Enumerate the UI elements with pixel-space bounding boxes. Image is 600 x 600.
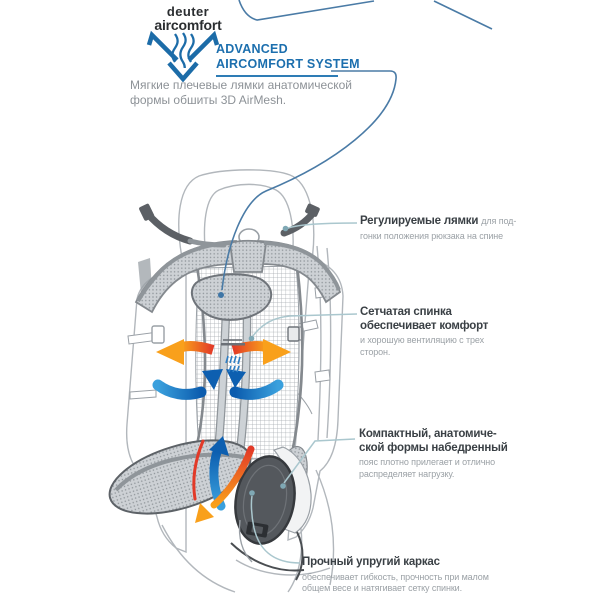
callout-lines	[218, 70, 397, 564]
annotation-hipbelt-body2: распределяет нагрузку.	[359, 468, 455, 479]
annotation-hipbelt-title2: ской формы набедренный	[359, 441, 508, 454]
cool-air-arrowhead-left	[202, 369, 223, 390]
pack-lid-inner-line	[203, 183, 294, 265]
shoulder-straps	[134, 239, 342, 314]
annotation-frame-body2: общем весе и натягивает сетку спинки.	[302, 583, 462, 593]
rail-buckle	[287, 326, 300, 342]
annotation-hipbelt-title1: Компактный, анатомиче-	[359, 428, 497, 440]
annotation-mesh-title2: обеспечивает комфорт	[360, 319, 489, 332]
system-title-line1: ADVANCED	[216, 42, 288, 56]
annotation-mesh-body2: сторон.	[360, 346, 391, 357]
annotation-straps-title: Регулируемые лямки	[360, 215, 479, 227]
warm-air-arrow-down	[210, 445, 255, 509]
brand-logo-name: deuter	[166, 4, 210, 19]
system-title-line2: AIRCOMFORT SYSTEM	[216, 56, 360, 71]
cool-air-arrow-left	[152, 379, 207, 400]
callout-dot-frame	[249, 490, 255, 496]
callout-line-frame	[250, 495, 301, 564]
annotation-mesh: Сетчатая спинка обеспечивает комфорт и х…	[360, 306, 488, 358]
strap-yoke	[229, 239, 267, 273]
cool-air-arrow-right	[229, 379, 284, 400]
annotation-frame-title: Прочный упругий каркас	[302, 556, 440, 568]
brand-logo: deuter aircomfort	[138, 5, 238, 32]
callout-line-hipbelt	[283, 438, 356, 484]
annotation-mesh-title1: Сетчатая спинка	[360, 306, 452, 318]
mesh-label-smudge	[221, 339, 245, 346]
warm-air-arrow-right	[231, 341, 268, 355]
chest-pad	[190, 273, 272, 321]
callout-line-straps	[285, 222, 358, 230]
top-tension-straps	[139, 203, 320, 248]
warm-air-arrowhead-down	[195, 503, 214, 523]
cool-air-arrowhead-up	[209, 436, 229, 456]
hip-understraps	[230, 519, 305, 581]
annotation-frame-body1: обеспечивает гибкость, прочность при мал…	[302, 571, 489, 582]
annotation-hipbelt: Компактный, анатомиче- ской формы набедр…	[359, 428, 508, 480]
callout-dot-hipbelt	[280, 483, 286, 489]
brand-logo-sub: aircomfort	[154, 17, 222, 33]
title-underline	[216, 75, 338, 77]
callout-dot-mesh	[248, 335, 255, 342]
system-title: ADVANCED AIRCOMFORT SYSTEM	[216, 42, 360, 77]
warm-air-arrowhead-right	[263, 339, 291, 365]
central-adjust-straps	[213, 311, 300, 453]
cool-air-arrowhead-right	[226, 369, 246, 388]
airflow-ticks	[225, 355, 241, 373]
intro-callout-dot	[218, 292, 224, 298]
airflow-arrows	[152, 339, 291, 523]
aircomfort-airflow-icon	[146, 30, 220, 82]
callout-dot-straps	[282, 225, 289, 232]
intro-line1: Мягкие плечевые лямки анатомической	[130, 78, 352, 92]
annotation-straps: Регулируемые лямки для под- гонки положе…	[360, 215, 516, 242]
strap-edge-shading-right	[263, 241, 341, 291]
warm-air-arc	[192, 439, 205, 501]
warm-air-arrow-left	[180, 341, 215, 355]
hip-fin	[234, 455, 296, 545]
annotation-straps-note: для под-	[481, 216, 517, 226]
callout-line-mesh	[252, 313, 358, 337]
intro-paragraph: Мягкие плечевые лямки анатомической форм…	[130, 78, 352, 108]
top-cut-callout-lines	[238, 0, 493, 30]
intro-line2: формы обшиты 3D AirMesh.	[130, 93, 287, 107]
annotation-mesh-body1: и хорошую вентиляцию с трех	[360, 335, 485, 345]
warm-air-arrowhead-left	[156, 339, 184, 365]
annotation-hipbelt-body1: пояс плотно прилегает и отлично	[359, 457, 496, 467]
annotation-frame: Прочный упругий каркас обеспечивает гибк…	[302, 556, 489, 595]
intro-callout-line	[221, 70, 397, 291]
annotation-straps-body: гонки положения рюкзака на спине	[360, 230, 504, 241]
